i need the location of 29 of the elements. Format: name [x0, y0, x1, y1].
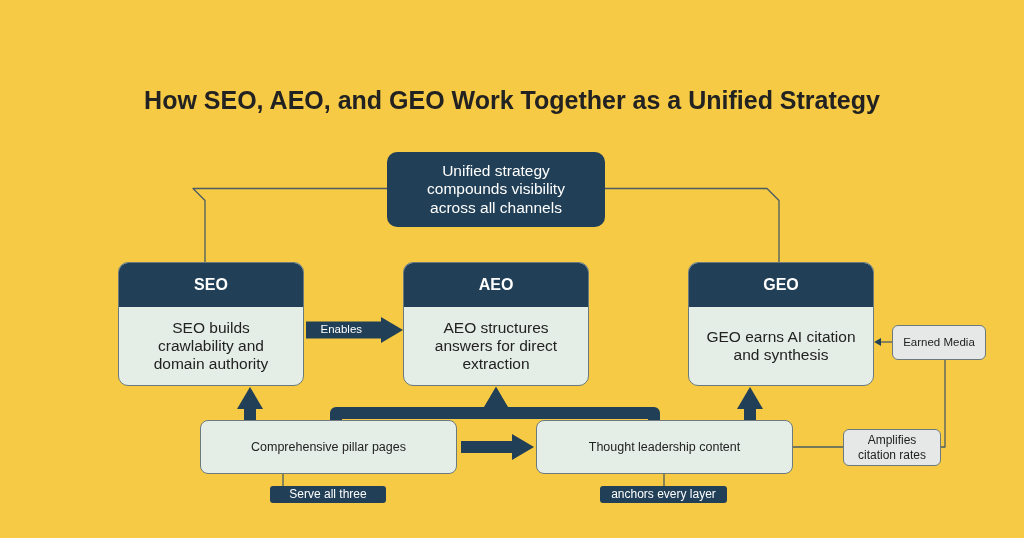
connector-line [940, 359, 946, 448]
card-title: AEO [404, 263, 588, 307]
card-title: GEO [689, 263, 873, 307]
tag-label: Serve all three [270, 486, 386, 503]
block-arrow [238, 386, 262, 420]
summary-box: Unified strategy compounds visibility across all channels [387, 152, 605, 227]
content-box: Thought leadership content [536, 420, 793, 474]
source-box: Earned Media [892, 325, 986, 360]
topic-card [403, 262, 589, 386]
connector-line [604, 187, 780, 263]
block-arrow [738, 386, 762, 420]
card-text: AEO structures answers for direct extraction [433, 318, 559, 374]
card-title: SEO [119, 263, 303, 307]
connector-line [792, 446, 844, 448]
connector-line [282, 473, 284, 487]
note-box: Amplifies citation rates [843, 429, 941, 466]
block-arrow [461, 435, 535, 459]
connector-line [663, 473, 665, 487]
connector-line [192, 187, 388, 263]
content-box: Comprehensive pillar pages [200, 420, 457, 474]
topic-card [118, 262, 304, 386]
block-arrow [306, 318, 404, 342]
diagram-title: How SEO, AEO, and GEO Work Together as a Unified Strategy [143, 86, 881, 115]
card-text: GEO earns AI citation and synthesis [705, 327, 857, 365]
block-arrow [484, 386, 660, 420]
topic-card [688, 262, 874, 386]
arrow [874, 338, 893, 346]
card-text: SEO builds crawlability and domain authority [152, 318, 270, 374]
tag-label: anchors every layer [600, 486, 727, 503]
